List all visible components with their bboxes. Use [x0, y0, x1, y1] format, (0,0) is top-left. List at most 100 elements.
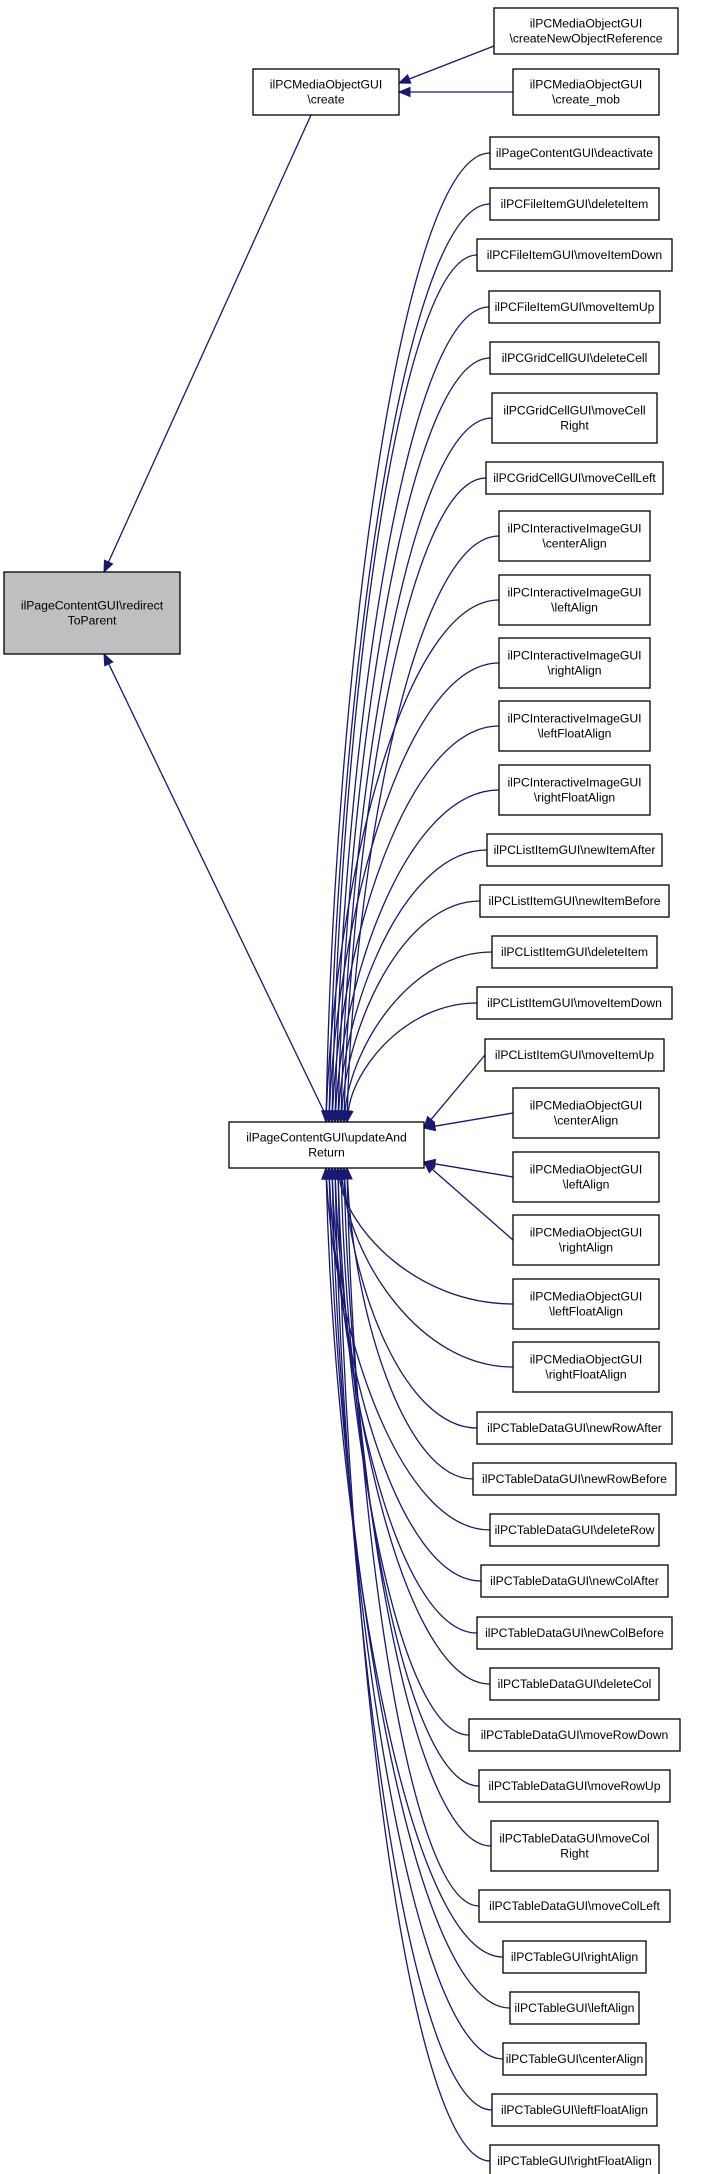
node-ilpcmediaobjectgui-leftalign[interactable]: ilPCMediaObjectGUI\leftAlign [512, 1151, 660, 1203]
node-box [484, 1038, 665, 1072]
edge-c2-to-create-arrowhead [397, 86, 411, 98]
edge-ilpcinteractiveimagegui-leftalign-to-update [325, 599, 500, 1112]
edge-ilpctabledatagui-moverowdown-to-update [337, 1178, 470, 1736]
node-label: ilPCInteractiveImageGUI [507, 776, 641, 790]
node-ilpcinteractiveimagegui-rightfloatalign[interactable]: ilPCInteractiveImageGUI\rightFloatAlign [498, 764, 651, 816]
node-label: \rightAlign [547, 664, 601, 678]
edge-ilpagecontentgui-deactivate-to-update [325, 152, 491, 1112]
node-label: ilPCTableDataGUI\newColAfter [490, 1574, 659, 1588]
node-label: ilPCTableDataGUI\deleteRow [495, 1523, 655, 1537]
node-box [476, 1616, 673, 1650]
node-label: \leftFloatAlign [538, 727, 612, 741]
node-box [478, 1769, 671, 1803]
node-box [502, 2042, 647, 2076]
edge-ilpctabledatagui-movecolleft-to-update [346, 1178, 480, 1907]
edge-ilpctablegui-leftalign-to-update [328, 1178, 511, 2009]
node-box [476, 986, 673, 1020]
node-ilpctablegui-rightfloatalign[interactable]: ilPCTableGUI\rightFloatAlign [489, 2144, 660, 2174]
node-box [512, 1214, 660, 1266]
node-ilpctablegui-leftfloatalign[interactable]: ilPCTableGUI\leftFloatAlign [491, 2093, 658, 2127]
node-label: ilPCTableDataGUI\newRowAfter [487, 1421, 662, 1435]
node-ilpcmediaobjectgui-rightalign[interactable]: ilPCMediaObjectGUI\rightAlign [512, 1214, 660, 1266]
node-label: ilPCMediaObjectGUI [530, 1099, 642, 1113]
node-label: ilPCMediaObjectGUI [530, 78, 642, 92]
node-ilpctabledatagui-moverowdown[interactable]: ilPCTableDataGUI\moveRowDown [468, 1718, 681, 1752]
node-ilpctabledatagui-moverowup[interactable]: ilPCTableDataGUI\moveRowUp [478, 1769, 671, 1803]
node-box [478, 1889, 671, 1923]
edge-ilpctabledatagui-moverowup-to-update [340, 1178, 480, 1787]
edge-c1-to-create [409, 45, 495, 80]
edge-ilpctablegui-rightalign-to-update [325, 1178, 504, 1958]
node-ilpcinteractiveimagegui-centeralign[interactable]: ilPCInteractiveImageGUI\centerAlign [498, 510, 651, 562]
node-ilpctabledatagui-newcolafter[interactable]: ilPCTableDataGUI\newColAfter [480, 1564, 669, 1598]
node-label: ilPCMediaObjectGUI [530, 17, 642, 31]
node-box [489, 187, 660, 221]
node-label: Right [560, 419, 589, 433]
node-ilpctabledatagui-newrowbefore[interactable]: ilPCTableDataGUI\newRowBefore [472, 1462, 677, 1496]
node-label: ilPCTableDataGUI\newColBefore [485, 1626, 664, 1640]
edge-ilpctablegui-centeralign-to-update [331, 1178, 504, 2060]
node-ilpcinteractiveimagegui-rightalign[interactable]: ilPCInteractiveImageGUI\rightAlign [498, 637, 651, 689]
edge-update-to-root [108, 663, 330, 1123]
node-ilpcmediaobjectgui-rightfloatalign[interactable]: ilPCMediaObjectGUI\rightFloatAlign [512, 1341, 660, 1393]
node-label: Return [308, 1146, 345, 1160]
node-ilpctablegui-rightalign[interactable]: ilPCTableGUI\rightAlign [502, 1940, 647, 1974]
edge-ilpcmediaobjectgui-rightalign-to-update [431, 1168, 514, 1241]
node-ilpcfileitemgui-moveitemup[interactable]: ilPCFileItemGUI\moveItemUp [488, 290, 661, 324]
node-ilpcfileitemgui-deleteitem[interactable]: ilPCFileItemGUI\deleteItem [489, 187, 660, 221]
node-ilpcinteractiveimagegui-leftfloatalign[interactable]: ilPCInteractiveImageGUI\leftFloatAlign [498, 700, 651, 752]
node-ilpclistitemgui-moveitemup[interactable]: ilPCListItemGUI\moveItemUp [484, 1038, 665, 1072]
node-ilpcfileitemgui-moveitemdown[interactable]: ilPCFileItemGUI\moveItemDown [476, 238, 673, 272]
node-ilpcgridcellgui-deletecell[interactable]: ilPCGridCellGUI\deleteCell [489, 341, 660, 375]
edge-ilpcfileitemgui-moveitemdown-to-update [331, 254, 478, 1112]
node-ilpcinteractiveimagegui-leftalign[interactable]: ilPCInteractiveImageGUI\leftAlign [498, 574, 651, 626]
node-box [476, 238, 673, 272]
node-ilpcmediaobjectgui-centeralign[interactable]: ilPCMediaObjectGUI\centerAlign [512, 1087, 660, 1139]
node-label: ilPCListItemGUI\newItemBefore [488, 894, 660, 908]
node-box [480, 1564, 669, 1598]
node-ilpctablegui-leftalign[interactable]: ilPCTableGUI\leftAlign [509, 1991, 640, 2025]
node-box [485, 461, 664, 495]
edge-ilpcmediaobjectgui-leftalign-to-update [434, 1163, 514, 1178]
node-label: ilPCFileItemGUI\moveItemUp [495, 300, 655, 314]
node-label: ilPCInteractiveImageGUI [507, 712, 641, 726]
node-label: ilPCTableGUI\leftAlign [515, 2001, 635, 2015]
node-label: \rightFloatAlign [534, 791, 615, 805]
node-ilpagecontentgui-deactivate[interactable]: ilPageContentGUI\deactivate [489, 136, 660, 170]
node-ilpctabledatagui-newcolbefore[interactable]: ilPCTableDataGUI\newColBefore [476, 1616, 673, 1650]
node-ilpclistitemgui-moveitemdown[interactable]: ilPCListItemGUI\moveItemDown [476, 986, 673, 1020]
node-ilpclistitemgui-newitembefore[interactable]: ilPCListItemGUI\newItemBefore [479, 884, 670, 918]
edge-ilpctabledatagui-newcolafter-to-update [328, 1178, 482, 1582]
node-ilpclistitemgui-newitemafter[interactable]: ilPCListItemGUI\newItemAfter [486, 833, 663, 867]
node-ilpctabledatagui-movecolleft[interactable]: ilPCTableDataGUI\moveColLeft [478, 1889, 671, 1923]
edge-ilpcinteractiveimagegui-rightfloatalign-to-update [334, 789, 500, 1112]
node-label: \centerAlign [554, 1114, 618, 1128]
node-ilpcmediaobjectgui-createnewobjectreference[interactable]: ilPCMediaObjectGUI\createNewObjectRefere… [493, 7, 679, 55]
node-ilpcgridcellgui-movecellleft[interactable]: ilPCGridCellGUI\moveCellLeft [485, 461, 664, 495]
node-ilpctabledatagui-newrowafter[interactable]: ilPCTableDataGUI\newRowAfter [476, 1411, 673, 1445]
node-label: \rightFloatAlign [545, 1368, 626, 1382]
node-box [489, 136, 660, 170]
edge-ilpctablegui-rightfloatalign-to-update [337, 1178, 491, 2162]
node-ilpcmediaobjectgui-create[interactable]: ilPCMediaObjectGUI\create [252, 68, 400, 116]
edge-ilpctablegui-rightfloatalign-to-update-arrowhead [332, 1166, 344, 1180]
node-label: ilPageContentGUI\updateAnd [246, 1131, 407, 1145]
node-ilpctabledatagui-deleterow[interactable]: ilPCTableDataGUI\deleteRow [489, 1513, 660, 1547]
node-ilpcmediaobjectgui-leftfloatalign[interactable]: ilPCMediaObjectGUI\leftFloatAlign [512, 1278, 660, 1330]
node-box [476, 1411, 673, 1445]
node-ilpctabledatagui-deletecol[interactable]: ilPCTableDataGUI\deleteCol [489, 1667, 660, 1701]
node-ilpclistitemgui-deleteitem[interactable]: ilPCListItemGUI\deleteItem [491, 935, 658, 969]
node-ilpctablegui-centeralign[interactable]: ilPCTableGUI\centerAlign [502, 2042, 647, 2076]
node-box [490, 1820, 659, 1872]
edge-c1-to-create-arrowhead [397, 73, 412, 84]
edge-ilpcgridcellgui-movecellleft-to-update [343, 477, 487, 1112]
node-box [498, 574, 651, 626]
node-ilpcmediaobjectgui-create-mob[interactable]: ilPCMediaObjectGUI\create_mob [512, 68, 660, 116]
edge-ilpclistitemgui-moveitemdown-to-update [347, 1002, 478, 1112]
